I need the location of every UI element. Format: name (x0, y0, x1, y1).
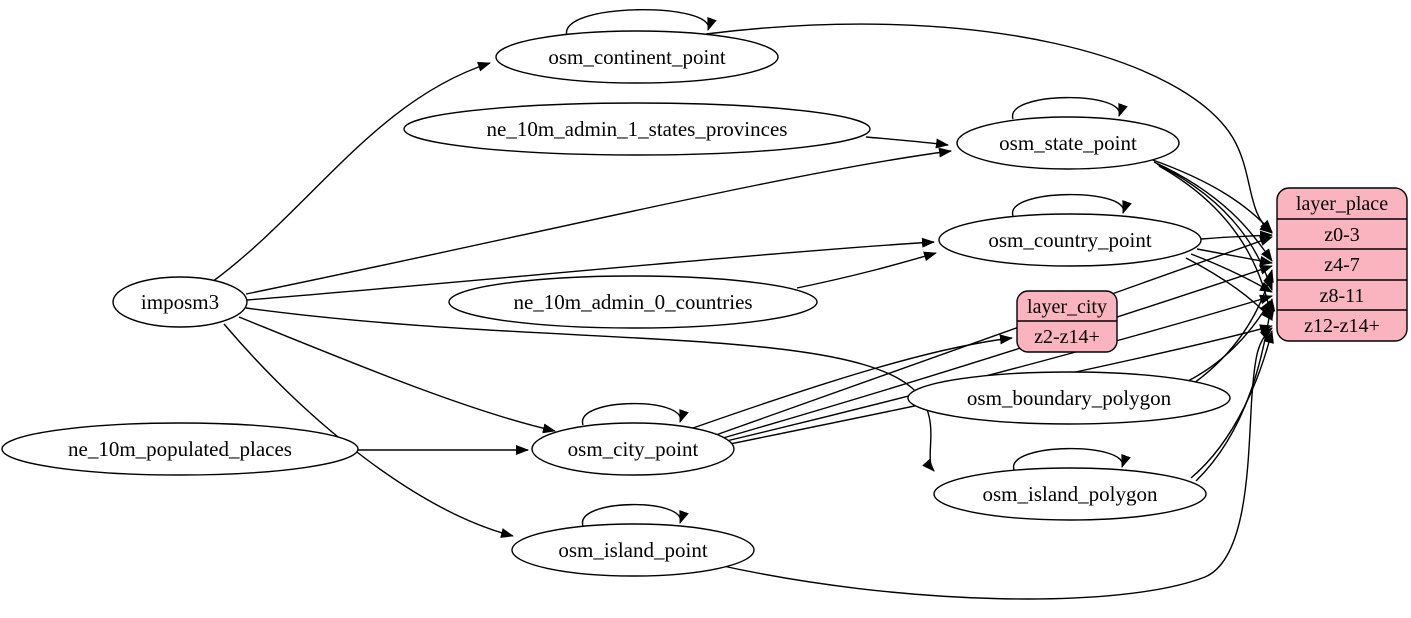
record-layer-place: layer_place z0-3 z4-7 z8-11 z12-z14+ (1276, 187, 1408, 342)
edge-imposm3-island-point (223, 323, 514, 538)
layer-place-row-z12-z14: z12-z14+ (1304, 315, 1380, 337)
osm-island-point-label: osm_island_point (558, 538, 708, 562)
edge-boundary-z8-11 (1181, 300, 1271, 385)
osm-country-point-label: osm_country_point (988, 228, 1151, 252)
osm-boundary-polygon-label: osm_boundary_polygon (967, 386, 1172, 410)
osm-boundary-polygon-ellipse (907, 371, 1231, 425)
edge-continent-z0-3 (705, 23, 1273, 234)
osm-island-polygon-ellipse (933, 467, 1207, 521)
edge-ne0countries-country (796, 251, 937, 289)
selfloop-country (1012, 193, 1132, 217)
edge-imposm3-country (246, 237, 935, 301)
node-imposm3: imposm3 (112, 276, 248, 328)
osm-island-polygon-label: osm_island_polygon (982, 482, 1158, 506)
selfloop-state (1012, 96, 1128, 120)
node-ne-10m-admin-1-states-provinces: ne_10m_admin_1_states_provinces (403, 102, 871, 156)
layer-city-row-z2-z14: z2-z14+ (1034, 326, 1100, 348)
edge-island-point-z12-z14 (713, 327, 1273, 600)
edge-imposm3-island-polygon (245, 307, 935, 472)
osm-city-point-ellipse (531, 422, 735, 476)
layer-place-row-z0-3: z0-3 (1324, 224, 1360, 246)
selfloop-city (582, 402, 689, 426)
node-osm-city-point: osm_city_point (531, 422, 735, 476)
record-layer-city: layer_city z2-z14+ (1016, 290, 1118, 353)
node-osm-state-point: osm_state_point (956, 116, 1180, 170)
layer-place-title: layer_place (1296, 193, 1388, 215)
osm-state-point-ellipse (956, 116, 1180, 170)
ne-10m-populated-places-label: ne_10m_populated_places (68, 437, 292, 461)
ne-10m-populated-places-ellipse (1, 422, 359, 476)
node-osm-island-polygon: osm_island_polygon (933, 467, 1207, 521)
edge-ne1states-state (865, 136, 949, 149)
edge-country-z4-7 (1196, 248, 1273, 266)
node-ne-10m-populated-places: ne_10m_populated_places (1, 422, 359, 476)
edge-imposm3-city (238, 316, 556, 434)
edge-country-z0-3 (1200, 230, 1273, 241)
osm-island-point-ellipse (511, 523, 755, 577)
layer-place-row-z4-7: z4-7 (1324, 254, 1360, 276)
edge-city-z8-11 (717, 294, 1273, 444)
edge-boundary-z4-7 (1186, 269, 1274, 389)
ne-10m-admin-1-states-provinces-ellipse (403, 102, 871, 156)
node-osm-country-point: osm_country_point (938, 213, 1202, 267)
selfloop-continent (566, 9, 717, 37)
imposm3-label: imposm3 (141, 290, 219, 314)
edge-imposm3-continent (211, 61, 491, 283)
ne-10m-admin-0-countries-label: ne_10m_admin_0_countries (513, 290, 752, 314)
osm-continent-point-ellipse (495, 30, 779, 84)
osm-continent-point-label: osm_continent_point (548, 45, 725, 69)
selfloop-island-point (582, 503, 689, 527)
ne-10m-admin-1-states-provinces-label: ne_10m_admin_1_states_provinces (487, 117, 788, 141)
edge-state-z4-7 (1153, 161, 1273, 262)
osm-country-point-ellipse (938, 213, 1202, 267)
edge-country-z12-z14 (1185, 257, 1273, 321)
layer-place-box (1276, 187, 1408, 342)
node-osm-island-point: osm_island_point (511, 523, 755, 577)
osm-state-point-label: osm_state_point (999, 131, 1137, 155)
osm-city-point-label: osm_city_point (568, 437, 699, 461)
node-osm-continent-point: osm_continent_point (495, 30, 779, 84)
node-osm-boundary-polygon: osm_boundary_polygon (907, 371, 1231, 425)
layer-city-title: layer_city (1027, 296, 1107, 318)
ne-10m-admin-0-countries-ellipse (448, 275, 818, 329)
edge-city-layercity (692, 334, 1013, 429)
edges (211, 9, 1276, 600)
node-ne-10m-admin-0-countries: ne_10m_admin_0_countries (448, 275, 818, 329)
imposm3-ellipse (112, 276, 248, 328)
selfloop-island-polygon (1013, 447, 1131, 471)
edge-state-z0-3 (1149, 158, 1273, 233)
edge-imposm3-state (245, 147, 952, 295)
layer-place-row-z8-11: z8-11 (1320, 285, 1365, 307)
edge-island-polygon-z8-11 (1195, 298, 1276, 482)
